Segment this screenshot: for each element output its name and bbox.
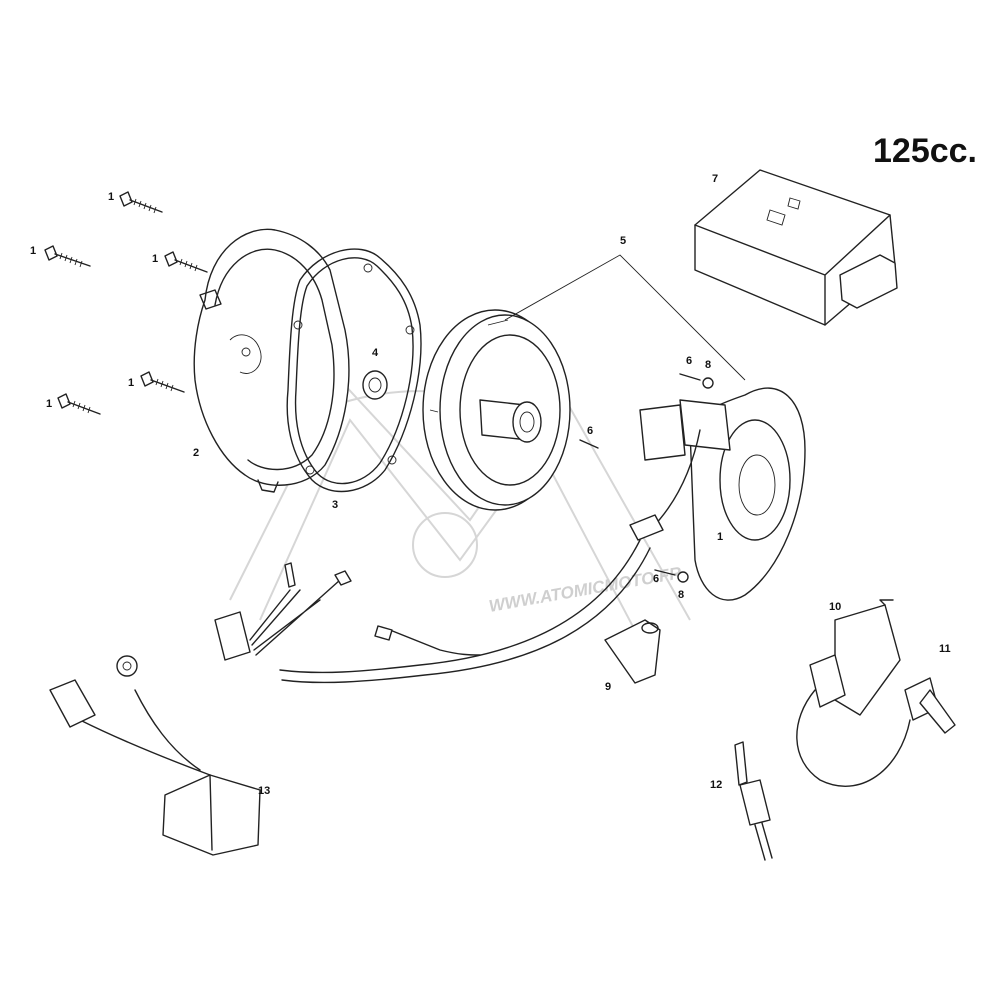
bushing — [362, 370, 388, 400]
callout-11: 11 — [939, 643, 951, 655]
callout-labels: 1 1 1 1 1 1 2 3 4 5 6 6 6 7 8 8 9 10 11 … — [30, 173, 951, 797]
woodruff-key — [604, 619, 661, 684]
screw-parts — [44, 191, 208, 415]
callout-1-screw-d: 1 — [128, 377, 134, 389]
stator-assembly — [629, 387, 806, 601]
spark-plug — [734, 741, 773, 861]
cover-gasket — [286, 248, 422, 493]
voltage-regulator — [49, 655, 261, 856]
callout-9: 9 — [605, 681, 611, 693]
ignition-coil — [796, 599, 911, 787]
callout-1-screw-c: 1 — [152, 253, 158, 265]
flywheel-rotor — [422, 254, 746, 511]
callout-6-bottom: 6 — [653, 573, 659, 585]
cdi-unit — [694, 169, 898, 326]
callout-12: 12 — [710, 779, 722, 791]
screw-icon — [119, 191, 163, 214]
callout-8-top: 8 — [705, 359, 711, 371]
stator-bolts — [579, 373, 714, 583]
callout-3: 3 — [332, 499, 338, 511]
screw-icon — [164, 251, 208, 273]
callout-8-bottom: 8 — [678, 589, 684, 601]
callout-1-screw-a: 1 — [108, 191, 114, 203]
flywheel-cover — [193, 228, 350, 493]
callout-2: 2 — [193, 447, 199, 459]
screw-icon — [140, 371, 185, 393]
callout-1-screw-b: 1 — [30, 245, 36, 257]
engine-size-title: 125cc. — [873, 132, 977, 170]
callout-10: 10 — [829, 601, 841, 613]
screw-icon — [57, 393, 101, 415]
callout-6-top: 6 — [686, 355, 692, 367]
callout-4: 4 — [372, 347, 379, 359]
callout-6-mid: 6 — [587, 425, 593, 437]
spark-plug-cap — [904, 677, 956, 734]
callout-1-stator: 1 — [717, 531, 723, 543]
wiring-harness — [214, 539, 651, 684]
screw-icon — [44, 245, 91, 268]
callout-1-screw-e: 1 — [46, 398, 52, 410]
callout-13: 13 — [258, 785, 270, 797]
callout-5: 5 — [620, 235, 626, 247]
callout-7: 7 — [712, 173, 718, 185]
